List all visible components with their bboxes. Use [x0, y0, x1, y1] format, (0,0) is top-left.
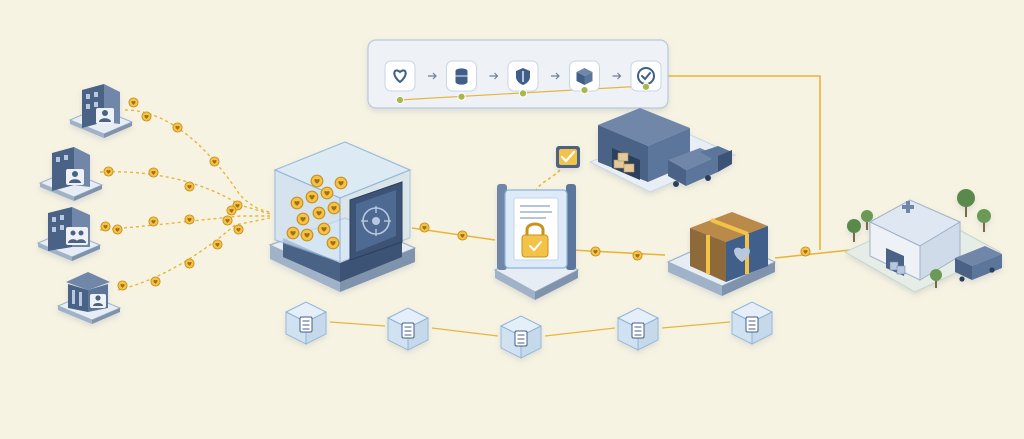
document-icon: [631, 322, 645, 339]
smart-contract[interactable]: [493, 184, 580, 300]
pipeline-checkpoint: [395, 95, 405, 105]
document-icon: [299, 316, 313, 333]
warehouse-icon: [588, 108, 737, 193]
ledger-block[interactable]: [499, 315, 543, 359]
donor-institution[interactable]: [56, 272, 122, 324]
arrow-right-icon: [551, 72, 560, 80]
vault-icon: [349, 181, 403, 261]
donor-office-building[interactable]: [68, 84, 134, 138]
ledger-link-4: [661, 321, 731, 329]
ledger-block[interactable]: [284, 301, 328, 345]
document-icon: [745, 316, 759, 333]
flow-crate-to-hospital: [774, 249, 851, 259]
token: [800, 246, 811, 257]
pipeline-checkpoint: [641, 82, 651, 91]
token: [226, 205, 237, 216]
token: [222, 215, 233, 226]
pipeline-checkpoint: [580, 86, 589, 95]
token: [233, 224, 244, 235]
warehouse[interactable]: [588, 108, 737, 193]
token: [128, 97, 139, 108]
database-icon: [455, 68, 468, 85]
individual-donor-icon: [66, 169, 84, 185]
document-icon: [514, 330, 528, 347]
flow-verification-to-contract: [534, 169, 561, 193]
ledger-link-1: [329, 321, 386, 327]
ledger-block[interactable]: [730, 301, 774, 345]
institution-donor-icon: [90, 294, 106, 308]
document-icon: [401, 322, 415, 339]
pipeline-steps: [384, 60, 662, 105]
flow-line-donor-1: [124, 109, 271, 213]
checkbox-icon: [560, 150, 576, 163]
aid-crate-heart-icon: [734, 247, 750, 262]
pipeline-step[interactable]: [384, 60, 416, 105]
pipeline-step[interactable]: [630, 60, 662, 92]
shield-icon: [516, 68, 530, 85]
token: [112, 224, 123, 235]
pipeline-step[interactable]: [446, 60, 477, 101]
smart-contract-lock-icon: [521, 222, 549, 258]
token: [148, 167, 159, 178]
group-donor-icon: [66, 227, 88, 245]
token: [141, 111, 152, 122]
pipeline-step[interactable]: [569, 60, 600, 95]
ledger-link-2: [431, 327, 499, 337]
heart-icon: [393, 69, 407, 84]
token: [184, 258, 195, 269]
donor-individual[interactable]: [38, 147, 104, 201]
verification-checkbox[interactable]: [556, 146, 580, 168]
pipeline-step[interactable]: [507, 60, 539, 98]
token: [632, 250, 643, 261]
pipeline-checkpoint: [518, 89, 528, 98]
token: [212, 239, 223, 250]
token: [209, 156, 220, 167]
flow-line-donor-4: [117, 217, 271, 291]
field-hospital-icon: [843, 189, 1002, 293]
token: [150, 276, 161, 287]
token: [117, 280, 128, 291]
token: [148, 216, 159, 227]
aid-crate[interactable]: [666, 212, 777, 296]
arrow-right-icon: [612, 72, 622, 80]
token: [172, 122, 183, 133]
arrow-right-icon: [489, 72, 499, 80]
field-hospital[interactable]: [843, 189, 1002, 293]
ledger-link-3: [544, 327, 616, 337]
token: [103, 166, 114, 177]
pipeline-panel: [367, 39, 669, 109]
arrow-right-icon: [428, 72, 437, 80]
package-icon: [576, 68, 593, 85]
flow-line-donor-2: [99, 171, 271, 215]
token: [184, 214, 195, 225]
token: [419, 222, 430, 233]
flow-contract-to-crate: [571, 249, 666, 256]
token: [457, 230, 468, 241]
ledger-block[interactable]: [386, 307, 430, 351]
token: [590, 246, 601, 257]
flow-panel-to-hospital: [668, 75, 821, 250]
donation-vault[interactable]: [268, 141, 417, 292]
office-building-icon: [96, 108, 114, 124]
token: [184, 181, 195, 192]
ledger-block[interactable]: [616, 307, 660, 351]
donor-group[interactable]: [36, 207, 102, 261]
pipeline-checkpoint: [457, 92, 466, 101]
ledger-links: [329, 321, 731, 337]
token: [100, 221, 111, 232]
ledger-chain: [284, 301, 774, 359]
